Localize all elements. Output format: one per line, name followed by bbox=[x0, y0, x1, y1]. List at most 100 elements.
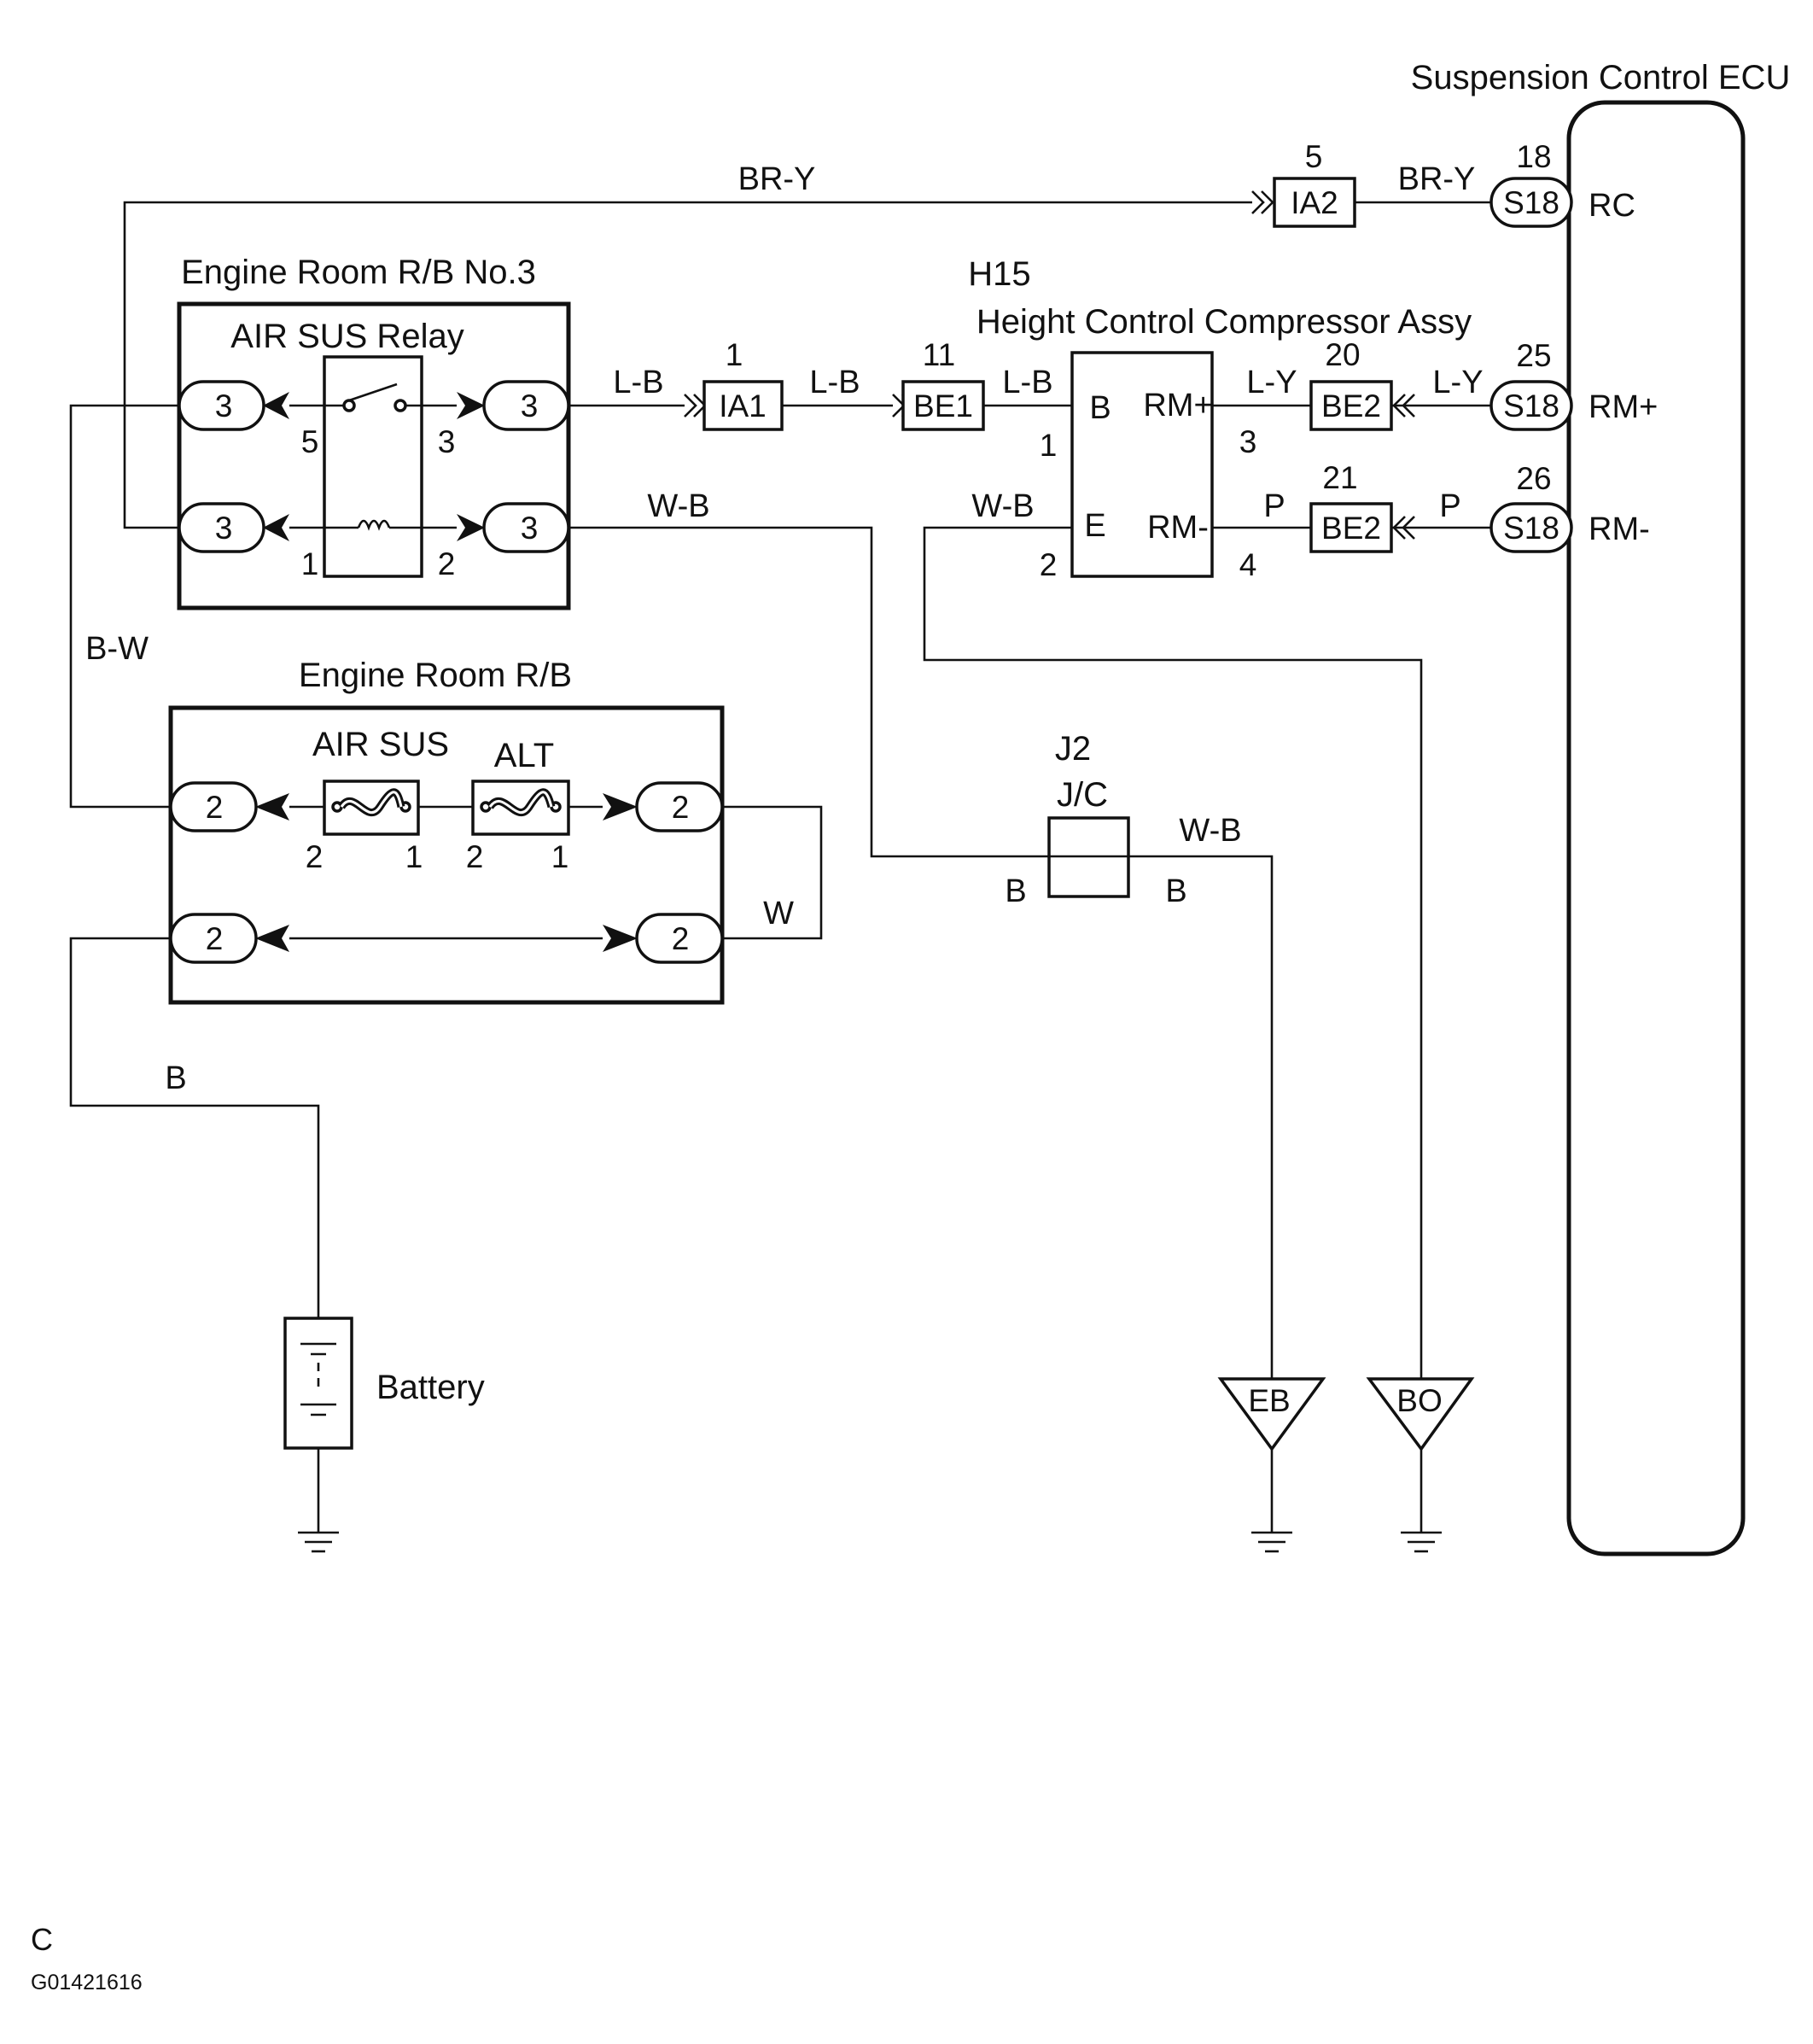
male-arrow-icon bbox=[1402, 516, 1415, 540]
wire-label-p-1: P bbox=[1263, 488, 1285, 524]
ground-point-icon bbox=[1217, 1377, 1326, 1451]
fuse-pin: 2 bbox=[306, 839, 324, 874]
wire-label-b: B bbox=[165, 1060, 186, 1096]
relay-coil-icon bbox=[357, 519, 391, 531]
wire-w-b-jc bbox=[1128, 855, 1274, 1379]
relay-connector-right-top: 3 bbox=[457, 380, 570, 431]
connector-code: 3 bbox=[521, 511, 539, 546]
fuse-air-sus-label: AIR SUS bbox=[312, 726, 449, 763]
relay-switch-icon bbox=[348, 383, 398, 402]
male-arrow-icon bbox=[1392, 394, 1406, 418]
figure-code: G01421616 bbox=[31, 1971, 143, 1994]
connector-code: 2 bbox=[206, 790, 224, 825]
junction-left-label: B bbox=[1005, 873, 1026, 909]
relay-connector-right-bottom: 3 bbox=[457, 502, 570, 553]
ground-point-icon bbox=[1366, 1377, 1475, 1451]
wire-label-l-b-1: L-B bbox=[613, 365, 663, 400]
wire-label-w-b-compressor: W-B bbox=[971, 488, 1034, 524]
relay-pin: 1 bbox=[301, 546, 319, 581]
male-terminal-icon bbox=[457, 392, 485, 419]
wire-w-b-relay bbox=[568, 526, 1049, 858]
compressor-title: Height Control Compressor Assy bbox=[976, 303, 1472, 341]
relay-connector-left-top: 3 bbox=[178, 380, 289, 431]
compressor-pin-rm-plus: 3 bbox=[1239, 424, 1257, 459]
compressor-terminal-e: E bbox=[1084, 508, 1105, 544]
wire-label-l-y-2: L-Y bbox=[1432, 365, 1483, 400]
ecu-pin-rc: 18 bbox=[1516, 139, 1551, 174]
connector-code: 3 bbox=[215, 388, 233, 423]
male-arrow-icon bbox=[1402, 394, 1415, 418]
compressor-code: H15 bbox=[968, 255, 1030, 293]
connector-code: 2 bbox=[672, 921, 690, 956]
fuse-pin: 2 bbox=[466, 839, 484, 874]
battery-label: Battery bbox=[376, 1369, 485, 1406]
connector-ia1-code: IA1 bbox=[719, 388, 767, 423]
fuse-alt bbox=[471, 780, 570, 836]
connector-be2-box bbox=[1309, 380, 1393, 431]
connector-ia1-box bbox=[702, 380, 784, 431]
compressor-pin-rm-minus: 4 bbox=[1239, 547, 1257, 582]
ecu-terminal-rc: RC bbox=[1589, 188, 1635, 224]
wire-label-br-y: BR-Y bbox=[738, 161, 816, 197]
connector-be2-rm-minus: BE2 21 bbox=[1309, 460, 1415, 553]
relay-name: AIR SUS Relay bbox=[230, 318, 463, 355]
ecu-connector-rc-code: S18 bbox=[1503, 185, 1559, 220]
ecu-connector-rm-minus-code: S18 bbox=[1503, 511, 1559, 546]
ecu-terminal-rm-minus: RM- bbox=[1589, 511, 1650, 547]
connector-ia1-pin: 1 bbox=[726, 337, 743, 372]
male-arrow-icon bbox=[684, 394, 697, 418]
ground-code: BO bbox=[1396, 1383, 1442, 1418]
rb-connector-left-top: 2 bbox=[169, 781, 289, 832]
male-arrow-icon bbox=[1251, 190, 1265, 214]
ground-eb: EB bbox=[1217, 1377, 1326, 1553]
wire-label-l-b-3: L-B bbox=[1002, 365, 1052, 400]
female-terminal-icon bbox=[255, 793, 289, 821]
ecu-body bbox=[1566, 100, 1746, 1556]
connector-code: 3 bbox=[215, 511, 233, 546]
compressor-pin-e: 2 bbox=[1040, 547, 1058, 582]
connector-ia2-code: IA2 bbox=[1291, 185, 1338, 220]
wire-label-l-b-2: L-B bbox=[809, 365, 860, 400]
fuse-element-highlight bbox=[488, 791, 553, 815]
male-arrow-icon bbox=[1261, 190, 1274, 214]
wire-w-b-compressor bbox=[923, 526, 1423, 1379]
ecu-pin-rm-plus: 25 bbox=[1516, 338, 1551, 373]
relay-pin: 3 bbox=[438, 424, 456, 459]
connector-ia2-box bbox=[1273, 177, 1356, 228]
relay-block-title: Engine Room R/B No.3 bbox=[181, 254, 536, 291]
ecu-connector-rm-plus bbox=[1489, 380, 1573, 431]
wire-labels: BR-Y BR-Y L-B L-B L-B L-Y L-Y P P W-B W-… bbox=[85, 161, 1484, 1096]
connector-ia2: IA2 5 bbox=[1251, 139, 1356, 228]
wire-w bbox=[719, 805, 823, 940]
compressor-terminal-rm-plus: RM+ bbox=[1143, 388, 1212, 423]
rb-connector-left-bottom: 2 bbox=[169, 913, 289, 964]
footer-letter: C bbox=[31, 1922, 53, 1957]
ground-code: EB bbox=[1248, 1383, 1290, 1418]
female-terminal-icon bbox=[263, 392, 289, 419]
female-terminal-icon bbox=[263, 514, 289, 541]
ecu-connector-rc bbox=[1489, 177, 1573, 228]
connector-ia2-pin: 5 bbox=[1305, 139, 1323, 174]
rb-connector-right-top: 2 bbox=[603, 781, 724, 832]
compressor-body bbox=[1070, 351, 1214, 578]
engine-room-rb-no3: Engine Room R/B No.3 AIR SUS Relay 3 3 3 bbox=[177, 254, 571, 610]
connector-ia1: IA1 1 bbox=[684, 337, 784, 431]
junction-right-label: B bbox=[1165, 873, 1186, 909]
rb-frame bbox=[168, 705, 725, 1005]
relay-connector-left-bottom: 3 bbox=[178, 502, 289, 553]
wire-label-w-b-jc: W-B bbox=[1179, 813, 1241, 849]
wire-label-p-2: P bbox=[1439, 488, 1460, 524]
ecu-connector-rm-plus-code: S18 bbox=[1503, 388, 1559, 423]
connector-be1: BE1 11 bbox=[892, 337, 985, 431]
relay-block-frame bbox=[177, 301, 571, 610]
junction-code: J2 bbox=[1055, 730, 1091, 768]
connector-code: 2 bbox=[672, 790, 690, 825]
battery: Battery bbox=[283, 1317, 485, 1553]
fuse-air-sus bbox=[323, 780, 420, 836]
connector-be1-code: BE1 bbox=[913, 388, 973, 423]
rb-connector-right-bottom: 2 bbox=[603, 913, 724, 964]
compressor-terminal-b: B bbox=[1089, 390, 1111, 426]
connector-be2-box bbox=[1309, 502, 1393, 553]
ecu-pin-rm-minus: 26 bbox=[1516, 461, 1551, 496]
fuse-alt-label: ALT bbox=[494, 737, 554, 774]
